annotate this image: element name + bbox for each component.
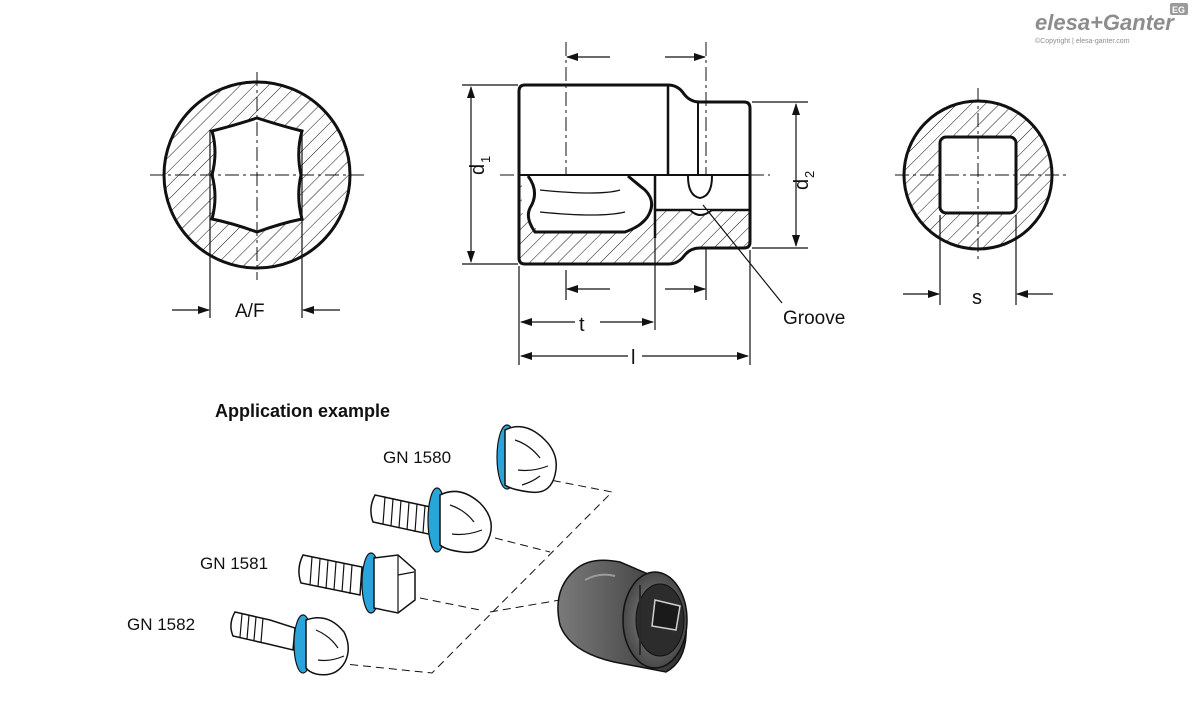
d2-label: d	[791, 179, 813, 190]
part-bolt-upper[interactable]	[370, 487, 492, 554]
t-label: t	[579, 314, 585, 336]
af-label: A/F	[235, 301, 265, 322]
part-gn-1582[interactable]: GN 1582	[127, 611, 349, 676]
bolt-thread-upper	[382, 496, 426, 534]
star-flute-2	[539, 211, 626, 216]
bolt-shank-1581	[298, 554, 363, 596]
brand-name: elesa+Ganter	[1035, 10, 1175, 35]
d2-label-sub: 2	[802, 171, 817, 178]
section-outline	[517, 83, 752, 266]
groove-leader	[702, 204, 783, 304]
alignment-guides	[344, 477, 614, 674]
guide-mid-2	[419, 597, 481, 611]
copyright-text: ©Copyright | elesa-ganter.com	[1035, 37, 1130, 45]
socket-render[interactable]	[557, 559, 688, 673]
bolt-thread-1581	[309, 556, 353, 595]
s-label: s	[972, 287, 982, 309]
part-gn-1580[interactable]: GN 1580	[383, 424, 557, 494]
guide-1580	[344, 477, 614, 674]
part-label-gn-1580: GN 1580	[383, 448, 451, 467]
nut-flutes-1580	[514, 439, 549, 486]
socket-highlight	[584, 573, 616, 581]
bolt-shank-upper	[370, 494, 436, 536]
socket-square-drive	[651, 599, 681, 631]
hex-head-1581	[373, 554, 416, 614]
application-title: Application example	[215, 401, 390, 421]
bolt-thread-1582	[239, 613, 264, 643]
star-profile	[526, 174, 654, 234]
brand-badge: EG	[1172, 5, 1185, 15]
side-section-view: d 1 d 2 t l Groove	[462, 42, 845, 369]
groove-bore	[687, 175, 713, 200]
d1-label: d	[467, 164, 489, 175]
guide-mid-1	[494, 537, 551, 553]
part-gn-1581[interactable]: GN 1581	[200, 552, 416, 614]
nut-head-upper	[439, 490, 492, 554]
nut-flutes-1582	[315, 629, 345, 662]
nut-head-1580	[504, 425, 557, 494]
front-view-star-drive: A/F	[150, 72, 365, 322]
d2-label-group: d 2	[791, 171, 817, 190]
brand-badge-bg	[1170, 3, 1188, 15]
nut-head-1582	[305, 617, 349, 676]
d1-label-sub: 1	[478, 156, 493, 163]
part-label-gn-1582: GN 1582	[127, 615, 195, 634]
brand-logo[interactable]: elesa+Ganter EG ©Copyright | elesa-gante…	[1035, 3, 1188, 45]
l-label: l	[631, 347, 635, 369]
groove-label: Groove	[783, 308, 845, 329]
hex-edges-1581	[397, 556, 415, 612]
section-recess	[522, 175, 655, 232]
d1-label-group: d 1	[467, 156, 493, 175]
groove-notch	[689, 209, 713, 216]
rear-view-square-drive: s	[895, 88, 1068, 309]
part-label-gn-1581: GN 1581	[200, 554, 268, 573]
star-flute-1	[539, 189, 621, 194]
nut-flutes-upper	[449, 504, 483, 536]
guide-socket	[489, 599, 561, 613]
